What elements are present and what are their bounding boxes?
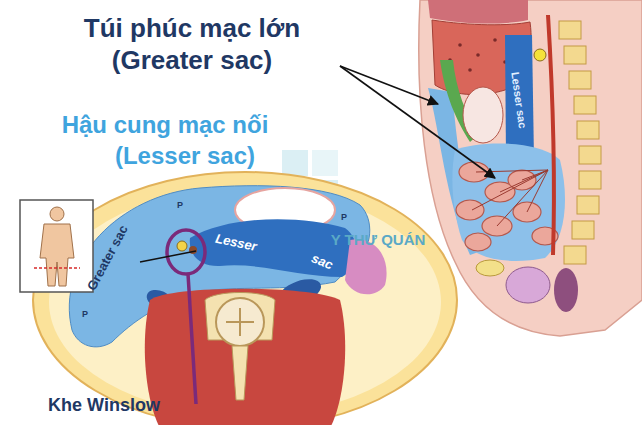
peritoneum-mark: P bbox=[341, 213, 347, 223]
person-icon-part bbox=[34, 267, 80, 269]
sagittal-section-part bbox=[448, 38, 507, 72]
region-label: Lesser sac bbox=[509, 71, 529, 129]
sagittal-section-part-part bbox=[465, 233, 491, 251]
person-icon bbox=[20, 200, 93, 292]
cross-section-part bbox=[140, 251, 196, 262]
cross-section-part bbox=[188, 274, 196, 404]
cross-section-part bbox=[190, 219, 357, 277]
heading-text: (Greater sac) bbox=[112, 46, 272, 75]
heading-text: Túi phúc mạc lớn bbox=[84, 14, 300, 43]
sagittal-section-part-part bbox=[559, 21, 581, 39]
cross-section-part bbox=[216, 298, 264, 346]
sagittal-section-part bbox=[506, 267, 550, 303]
sagittal-section-part-part bbox=[468, 68, 472, 72]
peritoneum-mark: P bbox=[82, 310, 88, 320]
sagittal-section-part-part bbox=[476, 53, 480, 57]
sagittal-section-part bbox=[452, 143, 565, 261]
region-label: Greater sac bbox=[85, 223, 131, 293]
person-icon-part bbox=[20, 200, 93, 292]
sagittal-section-part-part bbox=[569, 71, 591, 89]
sagittal-section-part-part bbox=[493, 38, 497, 42]
watermark-logo-part bbox=[282, 150, 308, 176]
watermark-logo-part bbox=[312, 150, 338, 176]
person-icon-part bbox=[40, 224, 74, 286]
structure-label: Khe Winslow bbox=[48, 396, 160, 416]
sagittal-section-part bbox=[456, 162, 558, 251]
region-label: Lesser bbox=[214, 232, 258, 255]
sagittal-section-part-part bbox=[572, 221, 594, 239]
sagittal-section-part bbox=[419, 0, 642, 336]
sagittal-section-part-part bbox=[577, 121, 599, 139]
sagittal-section-part bbox=[548, 15, 554, 255]
cross-section-part bbox=[145, 289, 345, 425]
sagittal-section-part bbox=[554, 268, 578, 312]
cross-section-part bbox=[33, 172, 457, 425]
sagittal-section-part bbox=[476, 260, 504, 276]
sagittal-section-part-part bbox=[458, 43, 462, 47]
region-label: sac bbox=[309, 251, 334, 272]
heading-text: (Lesser sac) bbox=[115, 143, 255, 169]
sagittal-section bbox=[419, 0, 642, 336]
cross-section-part bbox=[232, 346, 248, 400]
sagittal-section-part bbox=[463, 87, 503, 143]
cross-section-part bbox=[167, 230, 205, 274]
watermark: Y THƯ QUÁN bbox=[331, 232, 426, 249]
cross-section-part bbox=[226, 308, 254, 336]
sagittal-section-part-part bbox=[564, 246, 586, 264]
cross-section bbox=[33, 172, 457, 425]
heading-text: Hậu cung mạc nối bbox=[62, 112, 269, 138]
sagittal-section-part bbox=[505, 35, 534, 160]
person-icon-part bbox=[50, 207, 64, 221]
pointer-arrows-part bbox=[340, 66, 438, 104]
pointer-arrows-part bbox=[340, 66, 495, 178]
sagittal-section-part bbox=[559, 21, 601, 264]
peritoneum-mark: P bbox=[177, 201, 183, 211]
pointer-arrows bbox=[340, 66, 495, 178]
sagittal-section-part bbox=[428, 0, 528, 24]
cross-section-part bbox=[177, 241, 187, 251]
sagittal-section-part-part bbox=[456, 200, 484, 220]
sagittal-section-part-part bbox=[564, 46, 586, 64]
sagittal-section-part-part bbox=[579, 171, 601, 189]
sagittal-section-part-part bbox=[574, 96, 596, 114]
sagittal-section-part bbox=[534, 49, 546, 61]
sagittal-section-part-part bbox=[579, 146, 601, 164]
sagittal-section-part-part bbox=[577, 196, 599, 214]
sagittal-section-part bbox=[472, 170, 548, 226]
